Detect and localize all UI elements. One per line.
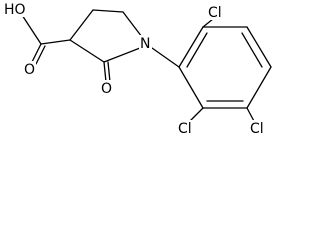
bond-ring-c2-c3 xyxy=(69,39,105,63)
label-halo xyxy=(249,120,267,136)
label-halo xyxy=(23,61,36,77)
label-halo xyxy=(100,80,113,96)
chlorine-para-label: Cl xyxy=(250,121,264,137)
bond-ring-c5-n xyxy=(122,11,143,38)
hydroxyl-label: HO xyxy=(4,2,26,18)
bond-ring-c4-c5 xyxy=(92,9,124,13)
bond-layer xyxy=(21,9,272,124)
label-halo xyxy=(3,1,25,17)
bond-aryl-6-1 xyxy=(178,66,204,109)
bond-c-o-double-a xyxy=(31,43,42,63)
chlorine-upper-label: Cl xyxy=(208,5,222,21)
nitrogen-label: N xyxy=(140,36,150,52)
bond-aryl-4-5 xyxy=(246,66,272,109)
chemical-structure: HO O O N Cl Cl Cl xyxy=(3,1,272,137)
bond-ring-n-c2 xyxy=(103,47,141,63)
bond-aryl-inner-a xyxy=(186,32,208,68)
bond-aryl-3-4 xyxy=(246,26,272,68)
ketone-oxygen-label: O xyxy=(101,81,112,97)
bond-ketone-b xyxy=(107,61,111,83)
label-halo xyxy=(139,35,152,51)
atom-label-layer: HO O O N Cl Cl Cl xyxy=(3,1,267,137)
acid-carbonyl-oxygen-label: O xyxy=(24,62,35,78)
bond-aryl-cl-upper xyxy=(202,18,214,28)
bond-aryl-1-2 xyxy=(178,26,204,68)
bond-n-aryl xyxy=(151,47,180,68)
bond-ketone-a xyxy=(103,61,107,83)
bond-c-oh xyxy=(21,14,42,45)
bond-aryl-inner-b xyxy=(241,32,263,68)
label-halo xyxy=(207,4,225,20)
label-halo xyxy=(177,120,195,136)
bond-cooh-ring xyxy=(40,39,71,45)
bond-c-o-double-b xyxy=(35,45,46,65)
chlorine-lower-label: Cl xyxy=(178,121,192,137)
bond-ring-c3-c4 xyxy=(69,9,94,41)
